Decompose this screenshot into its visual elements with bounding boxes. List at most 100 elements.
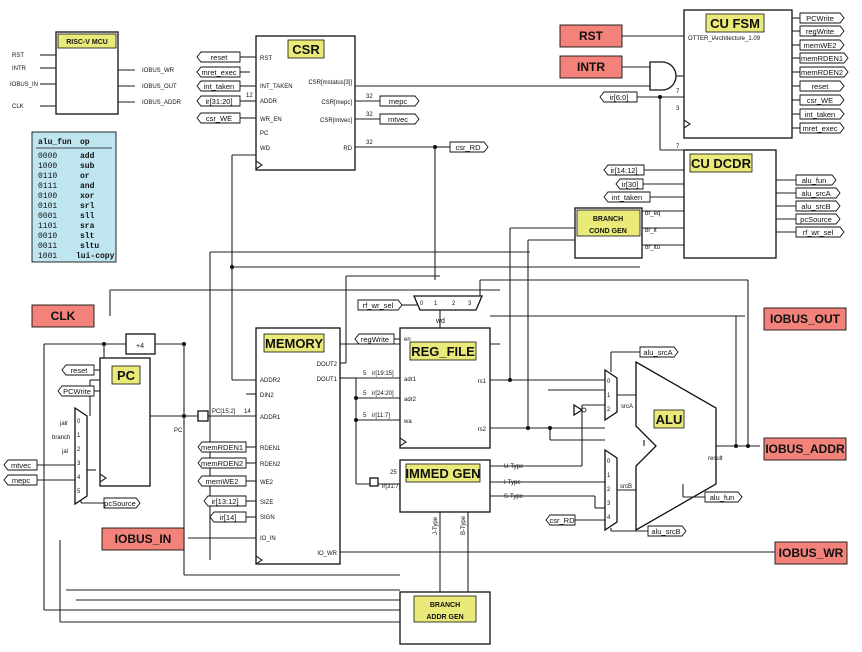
svg-text:1: 1 [607, 393, 611, 399]
svg-text:SIZE: SIZE [260, 500, 273, 506]
svg-text:sub: sub [80, 162, 95, 171]
svg-text:PCWrite: PCWrite [63, 387, 91, 396]
svg-text:PC: PC [117, 368, 136, 383]
svg-text:BRANCH: BRANCH [430, 602, 460, 609]
svg-text:wa: wa [403, 419, 412, 425]
io-iobus-addr: IOBUS_ADDR [763, 437, 847, 461]
pc-mux: 0 1 2 3 4 5 jalr branch jal mtvec mepc p… [3, 406, 141, 509]
csr-signals: reset mret_exec int_taken ir[31:20] csr_… [196, 51, 489, 153]
svg-text:RST: RST [12, 53, 24, 59]
reg-file-block: REG_FILE wd en adr1 adr2 wa rs1 rs2 regW… [354, 318, 491, 449]
svg-text:REG_FILE: REG_FILE [411, 344, 475, 359]
svg-text:PC: PC [174, 428, 183, 434]
cu-dcdr-outputs: alu_fun alu_srcA alu_srcB pcSource rf_wr… [776, 174, 845, 238]
svg-text:mepc: mepc [389, 97, 408, 106]
svg-text:S-Type: S-Type [504, 494, 524, 500]
svg-text:RDEN1: RDEN1 [260, 446, 281, 452]
io-clk: CLK [31, 304, 95, 328]
svg-text:csr_WE: csr_WE [206, 114, 232, 123]
svg-text:ir[31:20]: ir[31:20] [205, 97, 232, 106]
svg-text:SIGN: SIGN [260, 515, 275, 521]
svg-text:INTR: INTR [577, 60, 605, 74]
svg-text:alu_fun: alu_fun [38, 138, 72, 147]
svg-text:lui-copy: lui-copy [76, 252, 115, 261]
svg-text:1: 1 [434, 301, 438, 307]
svg-text:result: result [708, 456, 723, 462]
svg-text:J-Type: J-Type [433, 516, 439, 535]
svg-text:1000: 1000 [38, 162, 57, 171]
svg-text:COND GEN: COND GEN [589, 228, 627, 235]
svg-text:memWE2: memWE2 [206, 477, 239, 486]
memory-block: MEMORY ADDR2 DIN2 ADDR1 RDEN1 RDEN2 WE2 … [255, 327, 341, 565]
svg-text:rf_wr_sel: rf_wr_sel [363, 301, 394, 310]
svg-text:reset: reset [812, 82, 830, 91]
io-rst: RST [559, 24, 623, 48]
svg-text:ALU: ALU [656, 412, 683, 427]
svg-text:adr2: adr2 [404, 397, 417, 403]
svg-text:32: 32 [366, 94, 373, 100]
svg-text:rf_wr_sel: rf_wr_sel [803, 228, 834, 237]
svg-text:jalr: jalr [59, 421, 68, 427]
svg-text:ir[6:0]: ir[6:0] [610, 93, 629, 102]
io-intr: INTR [559, 55, 623, 79]
svg-text:memRDEN1: memRDEN1 [201, 443, 243, 452]
svg-text:3: 3 [607, 501, 611, 507]
svg-text:5: 5 [363, 413, 367, 419]
svg-text:alu_fun: alu_fun [710, 493, 735, 502]
svg-text:CSR[mepc]: CSR[mepc] [321, 100, 352, 106]
svg-text:RST: RST [579, 29, 604, 43]
svg-text:srcA: srcA [621, 404, 633, 410]
svg-text:regWrite: regWrite [361, 335, 389, 344]
svg-text:csr_WE: csr_WE [807, 96, 833, 105]
svg-text:jal: jal [61, 449, 68, 455]
svg-text:1: 1 [77, 433, 81, 439]
alu-block: ALU result alu_fun [635, 360, 743, 532]
svg-text:IOBUS_ADDR: IOBUS_ADDR [142, 100, 182, 106]
plus4-adder: +4 [125, 333, 156, 355]
svg-text:adr1: adr1 [404, 377, 417, 383]
svg-text:IO_IN: IO_IN [260, 536, 276, 542]
branch-cond-gen: BRANCH COND GEN br_eq br_lt br_ltu [574, 207, 660, 259]
svg-text:br_ltu: br_ltu [645, 245, 660, 251]
svg-text:alu_srcB: alu_srcB [651, 527, 680, 536]
cu-dcdr-block: CU DCDR ir[14:12] ir[30] int_taken alu_f… [603, 149, 845, 259]
svg-text:7: 7 [676, 89, 680, 95]
svg-text:WR_EN: WR_EN [260, 117, 282, 123]
svg-text:0000: 0000 [38, 152, 57, 161]
svg-text:srl: srl [80, 202, 95, 211]
svg-text:32: 32 [366, 140, 373, 146]
svg-text:add: add [80, 152, 95, 161]
svg-text:ir[24:20]: ir[24:20] [372, 391, 394, 397]
svg-text:en: en [404, 337, 411, 343]
cu-fsm-block: CU FSM OTTER_iArchitecture_1.09 PCWrite … [599, 9, 849, 150]
cu-fsm-outputs: PCWrite regWrite memWE2 memRDEN1 memRDEN… [792, 12, 849, 134]
svg-text:4: 4 [607, 515, 611, 521]
svg-text:IOBUS_OUT: IOBUS_OUT [142, 84, 177, 90]
svg-text:wd: wd [435, 318, 445, 325]
svg-text:ir[31:7]: ir[31:7] [382, 484, 401, 490]
svg-text:int_taken: int_taken [204, 82, 234, 91]
svg-text:mtvec: mtvec [388, 115, 408, 124]
svg-text:ir[11:7]: ir[11:7] [372, 413, 390, 419]
svg-text:ir[14]: ir[14] [220, 513, 237, 522]
svg-text:0011: 0011 [38, 242, 57, 251]
svg-text:pcSource: pcSource [104, 499, 136, 508]
svg-text:2: 2 [77, 447, 81, 453]
svg-text:U-Type: U-Type [504, 464, 524, 470]
svg-text:0: 0 [607, 379, 611, 385]
svg-text:BRANCH: BRANCH [593, 216, 623, 223]
svg-text:br_lt: br_lt [645, 228, 657, 234]
svg-text:memRDEN2: memRDEN2 [201, 459, 243, 468]
svg-text:IOBUS_WR: IOBUS_WR [779, 546, 844, 560]
svg-text:memWE2: memWE2 [804, 41, 837, 50]
svg-text:csr_RD: csr_RD [455, 143, 481, 152]
svg-text:3: 3 [468, 301, 472, 307]
svg-text:1101: 1101 [38, 222, 57, 231]
svg-text:0: 0 [77, 419, 81, 425]
svg-text:IOBUS_WR: IOBUS_WR [142, 68, 175, 74]
svg-text:2: 2 [607, 407, 611, 413]
svg-text:reset: reset [71, 366, 89, 375]
svg-text:ir[13:12]: ir[13:12] [211, 497, 238, 506]
ir-6-0-signal [599, 91, 638, 103]
svg-text:5: 5 [363, 371, 367, 377]
